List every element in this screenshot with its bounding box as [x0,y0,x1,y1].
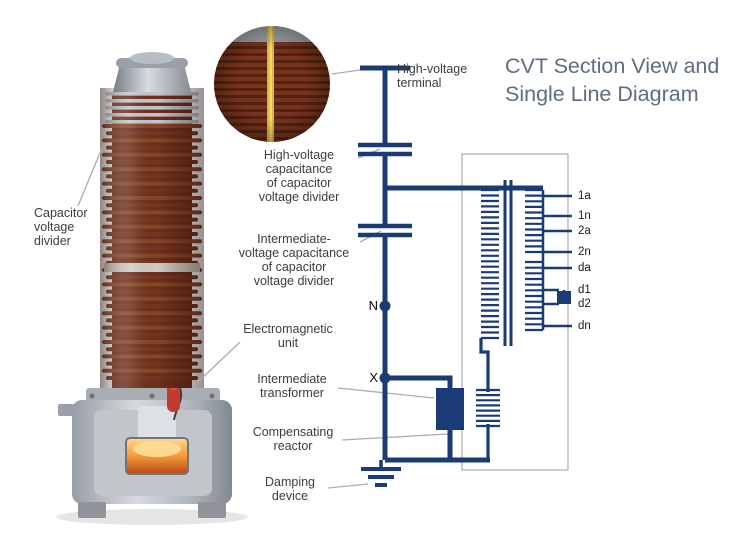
damping-resistor-box [557,291,571,304]
page-title: CVT Section View and Single Line Diagram [505,54,720,107]
reactor-coil [476,388,500,428]
leader-electromagnetic-unit [197,341,241,383]
label-capacitor-voltage-divider: Capacitor voltage divider [34,206,88,248]
zoom-inset-circle [214,26,330,142]
cvt-section-photo [56,52,248,525]
x-branch [385,375,453,390]
terminal-label-1n: 1n [578,210,591,222]
node-n-dot [379,300,391,312]
terminal-label-d2: d2 [578,298,591,310]
enclosure-outline [461,153,569,471]
secondary-winding-upper [525,188,543,254]
leader-damping-device [327,483,369,489]
label-intermediate-voltage-capacitance: Intermediate- voltage capacitance of cap… [238,232,350,288]
label-high-voltage-terminal: High-voltage terminal [397,62,468,90]
node-x-label: X [369,370,378,385]
terminal-label-2a: 2a [578,225,591,237]
capacitor-c2 [358,223,412,238]
insulator-column [100,88,204,388]
leader-compensating-reactor [341,433,449,441]
compensating-reactor-symbol [476,338,500,460]
electromagnetic-unit-tank [58,378,232,518]
red-bushing [167,384,180,412]
leader-capacitor-voltage-divider [77,147,103,207]
terminal-label-dn: dn [578,320,591,332]
capacitor-c1 [358,142,412,157]
terminal-label-d1: d1 [578,284,591,296]
intermediate-transformer-symbol [481,180,545,346]
leader-inset-to-terminal [331,69,361,75]
label-electromagnetic-unit: Electromagnetic unit [243,322,333,350]
primary-winding [481,188,499,340]
secondary-winding-lower [525,260,543,332]
terminal-label-2n: 2n [578,246,591,258]
node-n-label: N [368,298,378,313]
compensating-reactor-block [436,388,464,430]
circuit-diagram [358,65,572,487]
terminal-label-da: da [578,262,591,274]
label-damping-device: Damping device [264,475,316,503]
top-terminal-cap [113,52,191,92]
label-high-voltage-capacitance: High-voltage capacitance of capacitor vo… [258,148,340,204]
label-intermediate-transformer: Intermediate transformer [257,372,327,400]
terminal-label-1a: 1a [578,190,591,202]
label-compensating-reactor: Compensating reactor [252,425,334,453]
ground-symbol [361,460,401,487]
